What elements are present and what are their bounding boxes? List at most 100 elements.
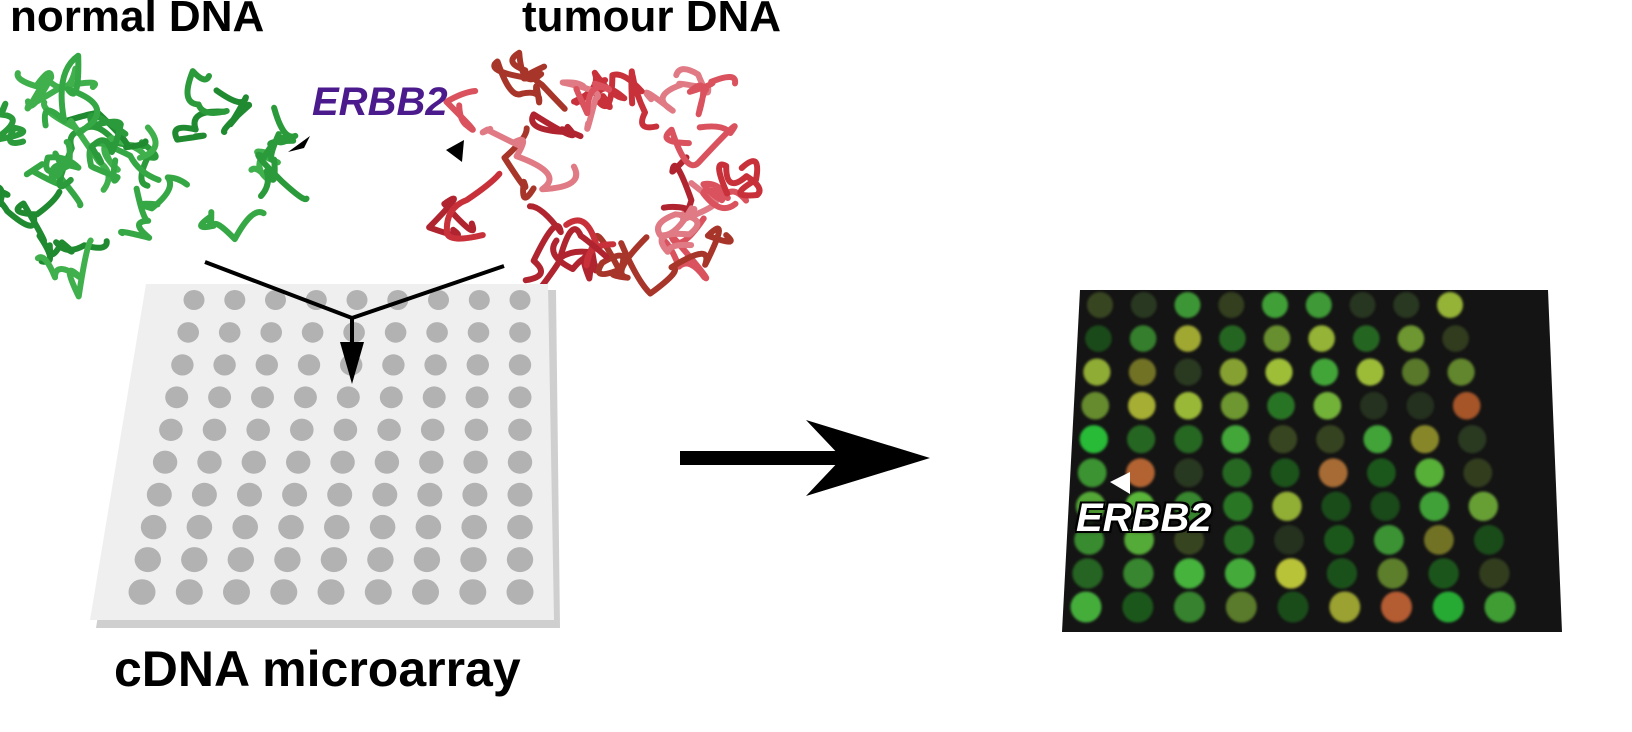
fluorescent-spot bbox=[1174, 458, 1203, 488]
fluorescent-spot bbox=[1262, 292, 1288, 318]
array-spot bbox=[237, 482, 262, 507]
result-spots bbox=[1070, 292, 1516, 623]
array-spot bbox=[377, 418, 401, 441]
fluorescent-spot bbox=[1125, 491, 1155, 521]
fluorescent-spot bbox=[1263, 325, 1291, 352]
array-spot bbox=[293, 386, 317, 409]
array-spot bbox=[241, 450, 266, 474]
array-spot bbox=[422, 386, 446, 409]
array-spot bbox=[417, 482, 443, 507]
array-spot bbox=[467, 322, 490, 343]
array-spot bbox=[424, 354, 447, 376]
dna-strand bbox=[700, 180, 750, 212]
array-spot bbox=[464, 418, 489, 441]
dna-strand bbox=[443, 88, 479, 133]
array-spot bbox=[159, 418, 183, 441]
fluorescent-spot bbox=[1220, 391, 1249, 420]
fluorescent-spot bbox=[1174, 558, 1205, 589]
fluorescent-spot bbox=[1076, 491, 1106, 521]
array-spot bbox=[343, 322, 365, 343]
fluorescent-spot bbox=[1128, 358, 1156, 386]
dna-strand bbox=[663, 123, 738, 169]
fluorescent-spot bbox=[1272, 491, 1302, 521]
array-spot bbox=[330, 450, 355, 474]
fluorescent-spot bbox=[1079, 425, 1108, 454]
array-spot bbox=[506, 547, 534, 573]
array-spot bbox=[224, 290, 246, 310]
fluorescent-spot bbox=[1374, 525, 1404, 555]
array-spot bbox=[290, 418, 314, 441]
array-spot bbox=[232, 514, 258, 540]
array-spot bbox=[412, 579, 439, 605]
array-spot bbox=[374, 450, 400, 474]
erbb2-result-pointer-icon bbox=[1110, 472, 1130, 494]
array-spot bbox=[415, 514, 442, 540]
fluorescent-spot bbox=[1410, 425, 1439, 454]
red-dna-strands-icon bbox=[426, 49, 763, 297]
fluorescent-spot bbox=[1070, 591, 1102, 623]
fluorescent-spot bbox=[1428, 558, 1459, 589]
array-spot bbox=[175, 579, 203, 605]
dna-strand bbox=[426, 195, 477, 239]
dna-strand bbox=[87, 112, 129, 166]
fluorescent-spot bbox=[1326, 558, 1358, 589]
fluorescent-spot bbox=[1174, 425, 1203, 454]
normal-dna-label: normal DNA bbox=[10, 0, 265, 41]
fluorescent-spot bbox=[1085, 325, 1112, 352]
microarray-label: cDNA microarray bbox=[114, 641, 521, 697]
array-spot bbox=[506, 579, 534, 605]
array-spot bbox=[465, 386, 489, 409]
erbb2-gene-label: ERBB2 bbox=[312, 80, 448, 124]
array-spot bbox=[333, 418, 358, 441]
dna-strand bbox=[184, 68, 230, 116]
microarray-spots bbox=[128, 290, 534, 605]
array-spot bbox=[128, 579, 156, 605]
array-spot bbox=[509, 322, 531, 343]
array-spot bbox=[152, 450, 178, 474]
array-spot bbox=[327, 482, 353, 507]
array-spot bbox=[255, 354, 278, 376]
fluorescent-spot bbox=[1174, 525, 1204, 555]
dna-strand bbox=[658, 215, 710, 282]
erbb2-pointer-right-icon bbox=[446, 140, 464, 162]
array-spot bbox=[265, 290, 286, 310]
array-spot bbox=[286, 450, 311, 474]
fluorescent-spot bbox=[1225, 591, 1257, 623]
array-spot bbox=[282, 482, 308, 507]
fluorescent-spot bbox=[1321, 491, 1351, 521]
dna-strand bbox=[172, 108, 228, 143]
array-spot bbox=[372, 482, 398, 507]
fluorescent-spot bbox=[1437, 292, 1463, 318]
hybridized-microarray-image bbox=[1062, 290, 1562, 632]
array-spot bbox=[317, 579, 345, 605]
dna-strand bbox=[118, 185, 153, 241]
fluorescent-spot bbox=[1458, 425, 1487, 454]
array-spot bbox=[419, 450, 444, 474]
dna-strand bbox=[24, 65, 98, 112]
fluorescent-spot bbox=[1397, 325, 1425, 352]
array-spot bbox=[369, 514, 396, 540]
fluorescent-spot bbox=[1474, 525, 1504, 555]
fluorescent-spot bbox=[1174, 391, 1202, 420]
tumour-dna-label: tumour DNA bbox=[522, 0, 782, 41]
fluorescent-spot bbox=[1324, 525, 1354, 555]
dna-strand bbox=[618, 225, 734, 297]
fluorescent-spot bbox=[1305, 292, 1332, 318]
fluorescent-spot bbox=[1442, 325, 1469, 352]
array-spot bbox=[223, 579, 250, 605]
dna-strand bbox=[41, 52, 101, 137]
dna-strand bbox=[509, 49, 568, 112]
fluorescent-spot bbox=[1329, 591, 1361, 623]
array-spot bbox=[468, 290, 490, 310]
array-spot bbox=[382, 354, 405, 376]
array-spot bbox=[379, 386, 403, 409]
array-spot bbox=[181, 547, 208, 573]
array-spot bbox=[260, 322, 283, 343]
array-spot bbox=[426, 322, 448, 343]
fluorescent-spot bbox=[1313, 391, 1342, 420]
fluorescent-spot bbox=[1318, 458, 1348, 488]
array-spot bbox=[460, 547, 487, 573]
array-spot bbox=[227, 547, 254, 573]
array-spot bbox=[508, 386, 532, 409]
array-spot bbox=[165, 386, 189, 409]
